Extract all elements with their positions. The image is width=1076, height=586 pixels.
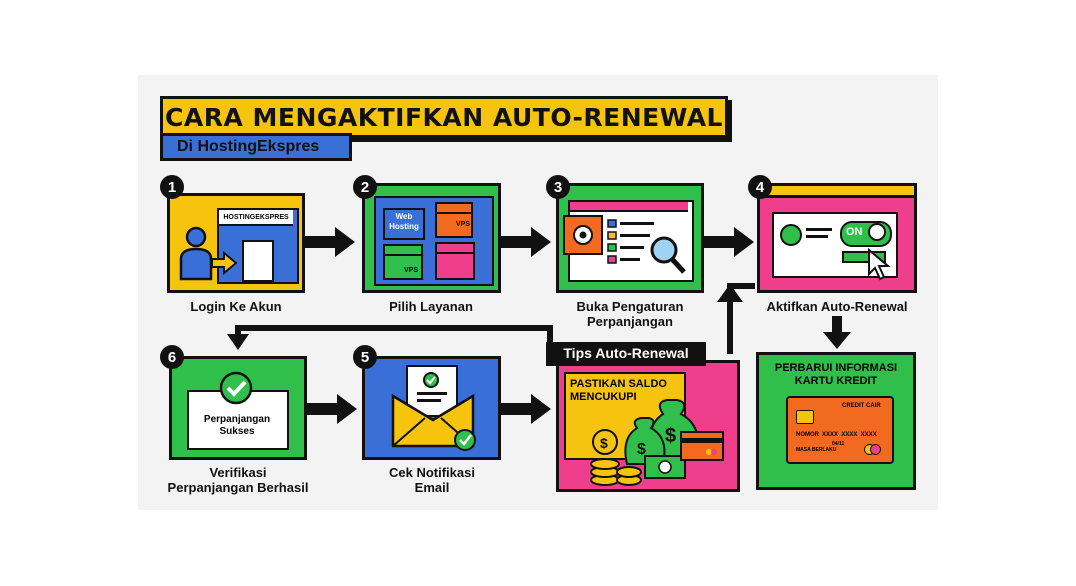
arrow-step1-to-step2	[305, 227, 355, 257]
arrow-step3-to-step4	[704, 227, 754, 257]
door-icon	[242, 240, 274, 282]
vps-box-label-1: VPS	[456, 221, 471, 228]
web-hosting-box-label: Web Hosting	[389, 212, 419, 231]
step-5-label-line1: Cek Notifikasi	[389, 465, 475, 480]
toggle-knob	[868, 223, 886, 241]
step-4-badge: 4	[748, 175, 772, 199]
success-box-line1: Perpanjangan	[203, 414, 271, 425]
mouse-cursor-icon	[868, 248, 891, 281]
step-2-badge: 2	[353, 175, 377, 199]
step-6-badge: 6	[160, 345, 184, 369]
step-3-label-line2: Perpanjangan	[587, 314, 673, 329]
svg-text:$: $	[637, 441, 646, 458]
user-login-icon	[179, 226, 238, 281]
success-box-line2: Sukses	[219, 426, 255, 437]
step-5-badge: 5	[353, 345, 377, 369]
success-check-icon	[219, 371, 253, 405]
settings-window-bar	[570, 202, 688, 212]
tips-header-label: Tips Auto-Renewal	[563, 345, 689, 361]
toggle-line-1	[806, 228, 832, 231]
step-2-label: Pilih Layanan	[389, 299, 473, 314]
credit-card-expiry-label: MASA BERLAKU	[796, 447, 837, 453]
service-boxes-icon	[383, 202, 475, 280]
step-3-label-line1: Buka Pengaturan	[576, 299, 684, 314]
credit-card-number-label: NOMOR	[796, 432, 819, 438]
step-6-label-line1: Verifikasi	[209, 465, 267, 480]
tip-saldo-text-line2: MENCUKUPI	[570, 391, 637, 403]
credit-card-logo-icon-2	[870, 444, 881, 455]
step-3-badge: 3	[546, 175, 570, 199]
step-1-panel-header: HOSTINGEKSPRES	[219, 210, 293, 226]
tip-card-text-line2: KARTU KREDIT	[794, 375, 878, 387]
step-4-label: Aktifkan Auto-Renewal	[766, 299, 908, 314]
arrow-step2-to-step3	[501, 227, 551, 257]
credit-card-expiry: 04/11	[832, 441, 845, 447]
step-6-label-line2: Perpanjangan Berhasil	[167, 480, 309, 495]
arrow-tips-to-step5	[501, 394, 551, 424]
tips-header-bar	[546, 342, 706, 366]
connector-tips-to-step6	[227, 283, 755, 354]
toggle-line-2	[806, 235, 828, 238]
toggle-on-text: ON	[846, 226, 863, 238]
credit-card-number: XXXX XXXX XXXX	[822, 432, 877, 438]
settings-gear-icon	[563, 215, 686, 274]
email-envelope-icon	[391, 365, 476, 451]
arrow-step5-to-step6	[307, 394, 357, 424]
tip-saldo-text-line1: PASTIKAN SALDO	[570, 378, 667, 390]
toggle-status-dot	[780, 224, 802, 246]
page-subtitle: Di HostingEkspres	[160, 133, 352, 161]
credit-card-chip-icon	[796, 410, 814, 424]
page-title: CARA MENGAKTIFKAN AUTO-RENEWAL	[160, 96, 728, 138]
tip-card-text-line1: PERBARUI INFORMASI	[774, 362, 898, 374]
credit-card-brand: CREDIT CAIR	[842, 403, 881, 409]
step-1-label: Login Ke Akun	[190, 299, 282, 314]
svg-text:$: $	[665, 425, 676, 447]
money-bags-icon: $ $ $	[590, 399, 724, 486]
vps-box-label-2: VPS	[404, 267, 419, 274]
arrow-down-to-card-tip	[823, 316, 851, 349]
step-5-label-line2: Email	[414, 480, 450, 495]
svg-text:$: $	[600, 435, 608, 451]
step-1-badge: 1	[160, 175, 184, 199]
